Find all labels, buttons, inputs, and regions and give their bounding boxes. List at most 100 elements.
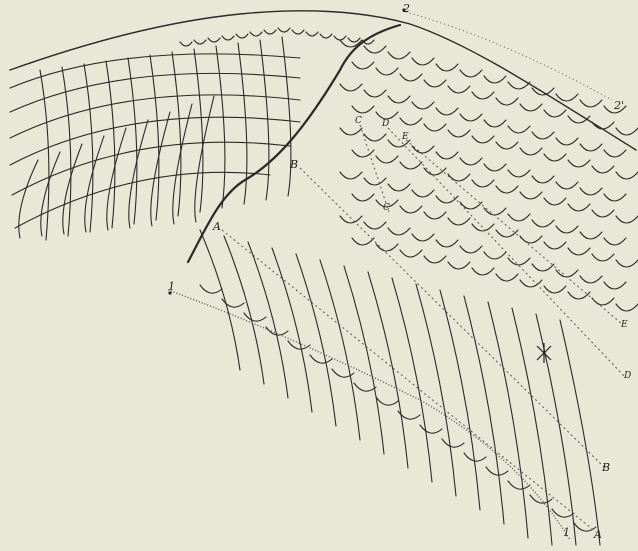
covert-scale bbox=[556, 226, 578, 233]
secondary-feather-edge bbox=[512, 308, 552, 545]
covert-scale bbox=[580, 232, 602, 239]
covert-scale bbox=[388, 184, 410, 191]
covert-scale bbox=[400, 74, 422, 81]
feather-end-curve bbox=[288, 341, 310, 349]
covert-scale bbox=[580, 144, 602, 151]
covert-scale bbox=[604, 150, 626, 157]
covert-scale bbox=[520, 236, 542, 243]
covert-scale bbox=[484, 76, 506, 83]
marginal-covert-scale bbox=[334, 36, 346, 40]
feather-end-curve bbox=[244, 313, 266, 321]
covert-scale bbox=[496, 186, 518, 193]
covert-scale bbox=[556, 94, 578, 101]
marginal-covert-scale bbox=[320, 34, 332, 38]
covert-scale bbox=[520, 104, 542, 111]
covert-scale bbox=[508, 126, 530, 133]
feather-end-curve bbox=[200, 285, 222, 293]
covert-scale bbox=[568, 160, 590, 167]
covert-scale bbox=[388, 228, 410, 235]
covert-scale bbox=[532, 132, 554, 139]
label-line-b-end: B bbox=[602, 462, 610, 473]
secondary-feather-edge bbox=[368, 272, 408, 468]
covert-scale bbox=[496, 142, 518, 149]
feather-end-curve bbox=[508, 481, 530, 489]
primary-feather-edge bbox=[10, 95, 300, 138]
label-line-e-start: E bbox=[402, 133, 409, 142]
feather-end-curve bbox=[310, 355, 332, 363]
covert-scale bbox=[496, 98, 518, 105]
covert-scale bbox=[472, 92, 494, 99]
primary-feather-tip bbox=[85, 136, 104, 232]
covert-scale bbox=[580, 100, 602, 107]
primary-feather-tip bbox=[129, 120, 148, 228]
primary-feather-edge bbox=[10, 117, 300, 165]
secondary-feather-edge bbox=[464, 296, 504, 524]
covert-scale bbox=[340, 84, 362, 91]
marginal-covert-scale bbox=[236, 34, 248, 38]
covert-scale bbox=[508, 170, 530, 177]
secondary-feather-edge bbox=[296, 254, 336, 426]
covert-scale bbox=[448, 218, 470, 225]
secondary-feather-edge bbox=[536, 314, 576, 545]
feather-end-curve bbox=[420, 425, 442, 433]
asterisk-marker bbox=[537, 343, 551, 363]
covert-scale bbox=[364, 134, 386, 141]
covert-scale bbox=[400, 118, 422, 125]
covert-scale bbox=[580, 276, 602, 283]
covert-scale bbox=[424, 256, 446, 263]
covert-scale bbox=[340, 172, 362, 179]
covert-scale bbox=[544, 286, 566, 293]
marginal-covert-scale bbox=[306, 32, 318, 36]
covert-scale bbox=[544, 198, 566, 205]
marginal-covert-scale bbox=[194, 40, 206, 44]
covert-scale bbox=[460, 202, 482, 209]
covert-scale bbox=[436, 152, 458, 159]
covert-scale bbox=[376, 156, 398, 163]
covert-scale bbox=[364, 46, 386, 53]
covert-scale bbox=[364, 178, 386, 185]
covert-scale bbox=[400, 250, 422, 257]
covert-scale bbox=[424, 212, 446, 219]
secondary-feather-edge bbox=[248, 242, 288, 398]
covert-scale bbox=[352, 238, 374, 245]
feather-shaft bbox=[150, 55, 159, 220]
covert-scale bbox=[532, 176, 554, 183]
feather-end-curve bbox=[354, 383, 376, 391]
covert-scale bbox=[616, 260, 638, 267]
secondary-feather-edge bbox=[320, 260, 360, 440]
covert-scale bbox=[520, 148, 542, 155]
covert-scale bbox=[436, 196, 458, 203]
label-line-a-end: A bbox=[594, 529, 602, 540]
covert-scale bbox=[460, 114, 482, 121]
reference-markers bbox=[168, 8, 551, 363]
secondary-feather-edge bbox=[200, 230, 240, 370]
label-point-1-lower: 1 bbox=[563, 527, 570, 538]
secondary-feather-edge bbox=[224, 236, 264, 384]
marginal-covert-scale bbox=[208, 38, 220, 42]
covert-scale bbox=[532, 220, 554, 227]
covert-scale bbox=[484, 252, 506, 259]
covert-scale bbox=[376, 244, 398, 251]
covert-scale bbox=[400, 206, 422, 213]
covert-scale bbox=[592, 298, 614, 305]
covert-scale bbox=[376, 112, 398, 119]
guide-line-e bbox=[406, 140, 622, 324]
label-line-d-end: D bbox=[624, 372, 631, 381]
covert-scale bbox=[412, 234, 434, 241]
covert-scale bbox=[448, 174, 470, 181]
covert-scale bbox=[352, 106, 374, 113]
primary-feather-tip bbox=[41, 152, 60, 236]
marginal-covert-scale bbox=[250, 32, 262, 36]
covert-scale bbox=[424, 80, 446, 87]
covert-scale bbox=[340, 128, 362, 135]
primary-feather-tip bbox=[151, 112, 170, 226]
dotted-guide-lines bbox=[168, 12, 626, 540]
covert-scale bbox=[364, 222, 386, 229]
covert-scale bbox=[412, 58, 434, 65]
marginal-covert-scale bbox=[222, 36, 234, 40]
feather-end-curve bbox=[376, 397, 398, 405]
covert-scale bbox=[388, 96, 410, 103]
feather-shaft bbox=[260, 40, 269, 200]
covert-scale bbox=[460, 246, 482, 253]
